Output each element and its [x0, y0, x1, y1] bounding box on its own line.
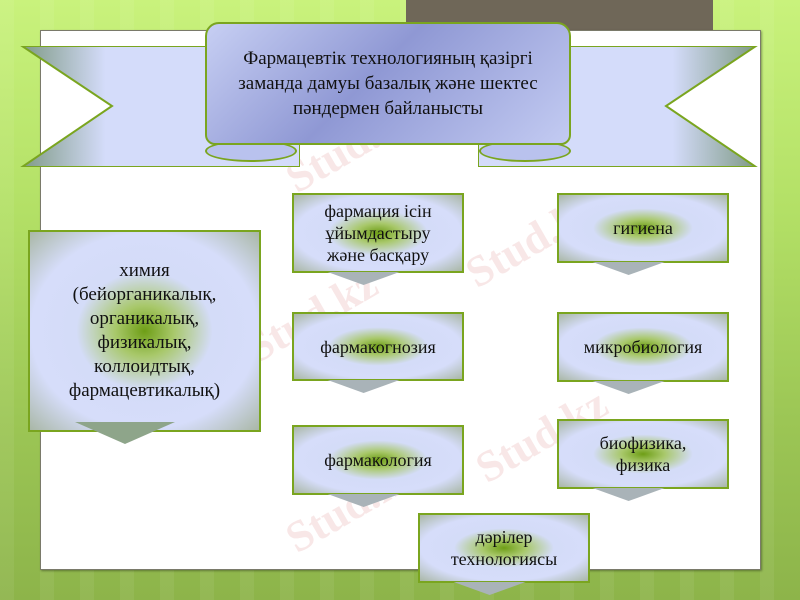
box-text: ұйымдастыру — [325, 223, 431, 243]
box-pharmacognosy: фармакогнозия — [292, 312, 464, 381]
box-text: биофизика, — [599, 433, 687, 453]
box-pharmacy-organization: фармация ісін ұйымдастыру және басқару — [292, 193, 464, 273]
box-drug-technology: дәрілер технологиясы — [418, 513, 590, 583]
title-line: пәндермен байланысты — [292, 98, 484, 119]
box-text: химия — [119, 260, 170, 281]
box-text: микробиология — [583, 337, 703, 357]
box-text: физикалық, — [97, 332, 192, 353]
box-pharmacology: фармакология — [292, 425, 464, 495]
title-line: заманда дамуы базалық және шектес — [238, 73, 538, 94]
box-text: фармакология — [324, 450, 432, 470]
box-hygiene: гигиена — [557, 193, 729, 263]
title-line: Фармацевтік технологияның қазіргі — [243, 48, 533, 69]
box-text: фармация ісін — [324, 201, 432, 221]
box-text: фармацевтикалық) — [68, 380, 221, 401]
box-text: дәрілер — [475, 527, 533, 547]
box-text: гигиена — [613, 218, 673, 238]
box-text: коллоидтық, — [94, 356, 195, 377]
box-text: технологиясы — [450, 549, 558, 569]
box-text: физика — [615, 455, 671, 475]
box-text: органикалық, — [89, 308, 200, 329]
box-biophysics: биофизика, физика — [557, 419, 729, 489]
box-text: (бейорганикалық, — [72, 284, 217, 305]
box-text: фармакогнозия — [320, 336, 436, 357]
title-banner: Фармацевтік технологияның қазіргі заманд… — [205, 22, 571, 145]
box-text: және басқару — [326, 245, 430, 265]
box-chemistry: химия (бейорганикалық, органикалық, физи… — [28, 230, 261, 432]
box-microbiology: микробиология — [557, 312, 729, 382]
